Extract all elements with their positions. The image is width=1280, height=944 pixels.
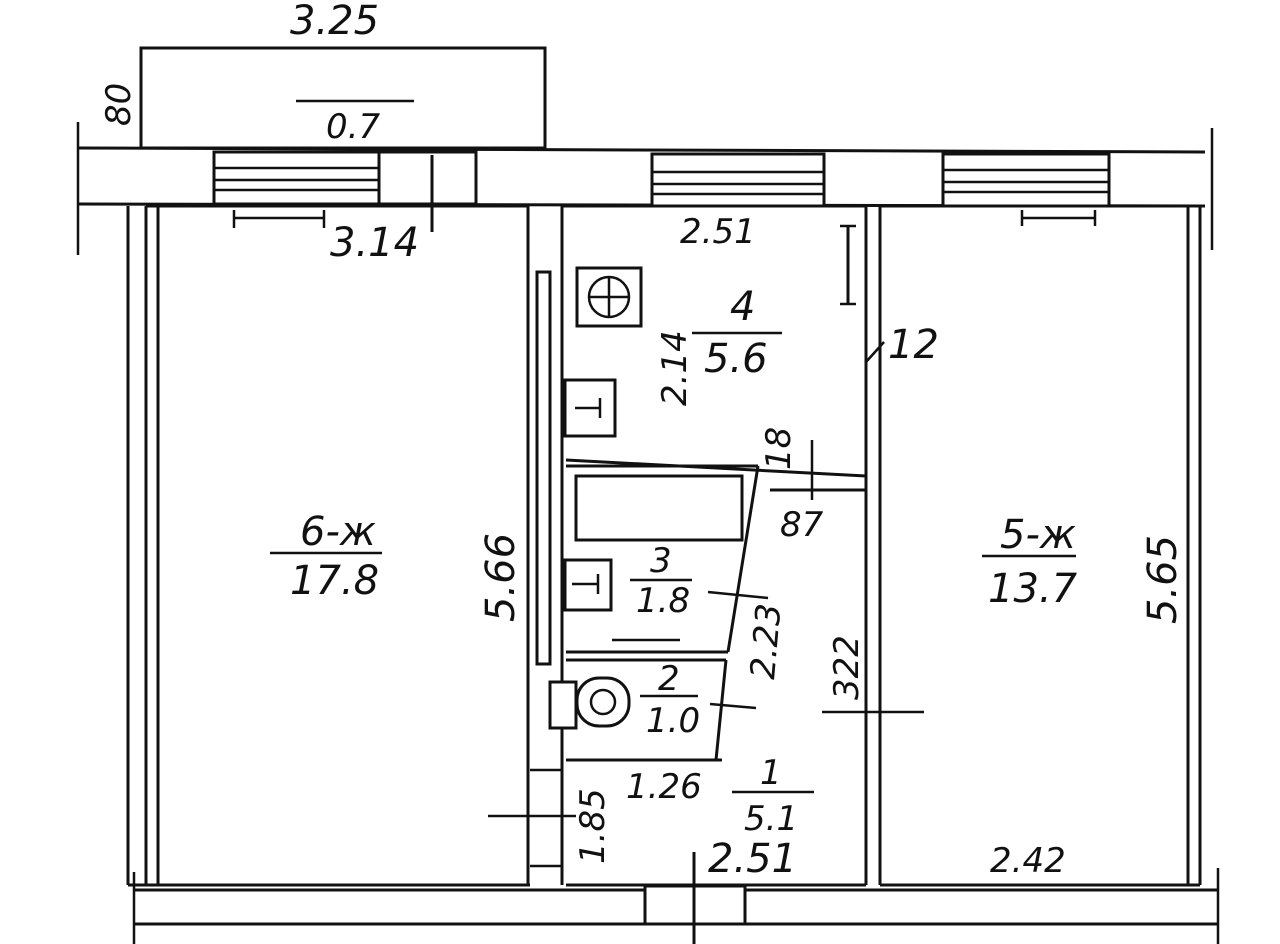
room3-area-label: 1.8	[636, 581, 690, 621]
room-5	[880, 204, 1202, 887]
window-icon	[941, 152, 1111, 208]
balcony-area-label: 0.7	[326, 107, 380, 147]
room4-area-label: 5.6	[704, 336, 768, 382]
sink-icon	[563, 558, 613, 612]
partition-18-label: 18	[759, 427, 799, 470]
bottom-wall	[132, 852, 1220, 944]
partition-12-label: 12	[888, 322, 939, 368]
bathtub-icon	[574, 474, 744, 542]
room-6	[126, 204, 530, 887]
balcony-depth-label: 80	[99, 83, 139, 126]
room6-name-label: 6-ж	[300, 509, 376, 555]
stove-icon	[575, 266, 643, 328]
balcony	[139, 46, 547, 150]
room5-length-label: 5.65	[1140, 535, 1186, 624]
room1-name-label: 1	[760, 753, 782, 793]
room1-area-label: 5.1	[744, 799, 798, 839]
window-icon	[650, 152, 826, 208]
room3-name-label: 3	[650, 541, 672, 581]
bath-diag-label: 2.23	[743, 602, 789, 681]
hall-185-label: 1.85	[573, 788, 613, 864]
central-walls	[535, 204, 882, 885]
room4-height-label: 2.14	[655, 330, 695, 406]
balcony-width-label: 3.25	[290, 0, 379, 44]
room-2	[566, 658, 757, 762]
room4-name-label: 4	[730, 284, 755, 330]
partition-87-label: 87	[780, 505, 824, 545]
room4-width-label: 2.51	[680, 212, 756, 252]
sink-icon	[563, 378, 617, 438]
balcony-door	[377, 150, 478, 232]
corridor-322-label: 322	[827, 635, 867, 700]
room2-area-label: 1.0	[646, 701, 700, 741]
toilet-icon	[548, 676, 631, 730]
window-icon	[212, 150, 381, 206]
room-3	[566, 464, 769, 654]
hall-126-label: 1.26	[626, 767, 702, 807]
hall-width-label: 2.51	[708, 836, 797, 882]
room6-area-label: 17.8	[290, 558, 379, 604]
room6-length-label: 5.66	[478, 533, 524, 622]
room5-name-label: 5-ж	[1000, 512, 1076, 558]
room5-area-label: 13.7	[988, 566, 1078, 612]
room6-width-label: 3.14	[330, 220, 419, 266]
room2-name-label: 2	[658, 659, 680, 699]
room5-width-label: 2.42	[990, 841, 1066, 881]
